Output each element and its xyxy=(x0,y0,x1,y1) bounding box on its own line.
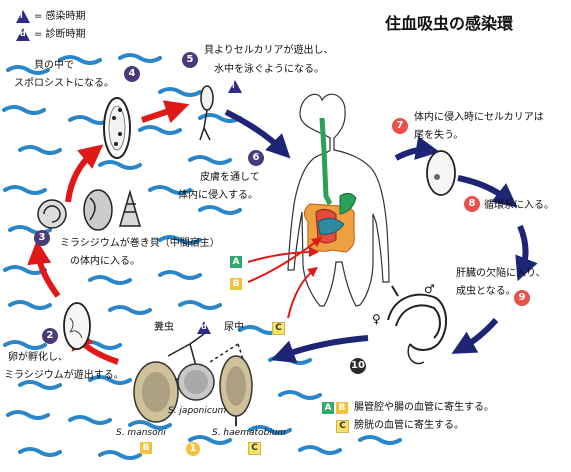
species-mansoni: S. mansoni xyxy=(116,428,166,438)
marker-b: B xyxy=(230,278,242,290)
egg-marker-b: B xyxy=(140,442,152,454)
note-marker-b: B xyxy=(336,402,348,414)
note-c-text: 膀胱の血管に寄生する。 xyxy=(354,420,464,431)
infection-marker-icon: i xyxy=(228,80,242,93)
male-symbol: ♂ xyxy=(424,282,435,296)
feces-label: 糞虫 xyxy=(154,322,174,333)
adult-worms xyxy=(387,285,447,365)
egg-japonicum xyxy=(177,363,215,401)
infection-marker-symbol: i xyxy=(232,81,235,90)
step-7-line1: 体内に侵入時にセルカリアは xyxy=(414,112,544,123)
step-6-line2: 体内に侵入する。 xyxy=(178,190,258,201)
urine-label: 尿中 xyxy=(224,322,244,333)
human-body xyxy=(287,93,390,307)
step-3-number: 3 xyxy=(34,230,50,246)
note-marker-a: A xyxy=(322,402,334,414)
schistosomulum-illustration xyxy=(426,150,456,196)
step-9-line2: 成虫となる。 xyxy=(456,286,516,297)
legend-infection-icon: i xyxy=(16,10,30,23)
legend-infection-symbol: i xyxy=(20,11,23,20)
step-6-line1: 皮膚を通して xyxy=(200,172,260,183)
egg-mansoni xyxy=(133,361,186,423)
step-8-number: 8 xyxy=(464,196,480,212)
legend-diagnosis-label: = 診断時期 xyxy=(34,29,86,40)
step-5-number: 5 xyxy=(182,52,198,68)
infection-arrows xyxy=(247,236,322,319)
step-6-number: 6 xyxy=(248,150,264,166)
legend-diagnosis-symbol: d xyxy=(20,29,26,38)
female-symbol: ♀ xyxy=(372,312,381,326)
egg-connector-lines xyxy=(167,333,245,367)
step-5-line2: 水中を泳ぐようになる。 xyxy=(214,64,324,75)
diagnosis-marker-icon: d xyxy=(197,321,211,334)
step-2-number: 2 xyxy=(42,328,58,344)
species-japonicum: S. japonicum xyxy=(168,406,227,416)
step-1-number: 1 xyxy=(186,442,200,456)
legend-diagnosis-icon: d xyxy=(16,28,30,41)
step-2-line1: 卵が孵化し、 xyxy=(8,352,68,363)
note-ab-text: 腸管腔や腸の血管に寄生する。 xyxy=(354,402,494,413)
step-5-line1: 貝よりセルカリアが遊出し、 xyxy=(204,45,334,56)
step-3-line2: の体内に入る。 xyxy=(70,256,140,267)
step-9-number: 9 xyxy=(514,290,530,306)
step-8-line1: 循環系に入る。 xyxy=(484,200,554,211)
diagram-title: 住血吸虫の感染環 xyxy=(385,14,514,33)
navy-arrows xyxy=(224,109,538,364)
cercaria-illustration xyxy=(199,85,214,141)
snail-illustrations xyxy=(37,189,142,231)
step-10-number: 10 xyxy=(350,358,366,374)
step-7-number: 7 xyxy=(392,118,408,134)
step-7-line2: 尾を失う。 xyxy=(414,130,464,141)
step-4-line1: 貝の中で xyxy=(34,60,74,71)
step-3-line1: ミラシジウムが巻き貝（中間宿主） xyxy=(60,238,220,249)
marker-a: A xyxy=(230,256,242,268)
step-2-line2: ミラシジウムが遊出する。 xyxy=(4,370,124,381)
marker-c: C xyxy=(272,322,285,335)
step-4-number: 4 xyxy=(124,66,140,82)
egg-marker-c: C xyxy=(248,442,261,455)
species-haematobium: S. haematobium xyxy=(212,428,287,438)
step-4-line2: スポロシストになる。 xyxy=(14,78,114,89)
egg-haematobium xyxy=(219,355,253,426)
sporocyst-illustration xyxy=(103,97,131,159)
diagnosis-marker-symbol: d xyxy=(201,322,207,331)
step-9-line1: 肝臓の欠陥に入り、 xyxy=(456,268,546,279)
legend-infection-label: = 感染時期 xyxy=(34,11,86,22)
miracidium-illustration xyxy=(63,302,91,350)
note-marker-c: C xyxy=(336,420,349,433)
